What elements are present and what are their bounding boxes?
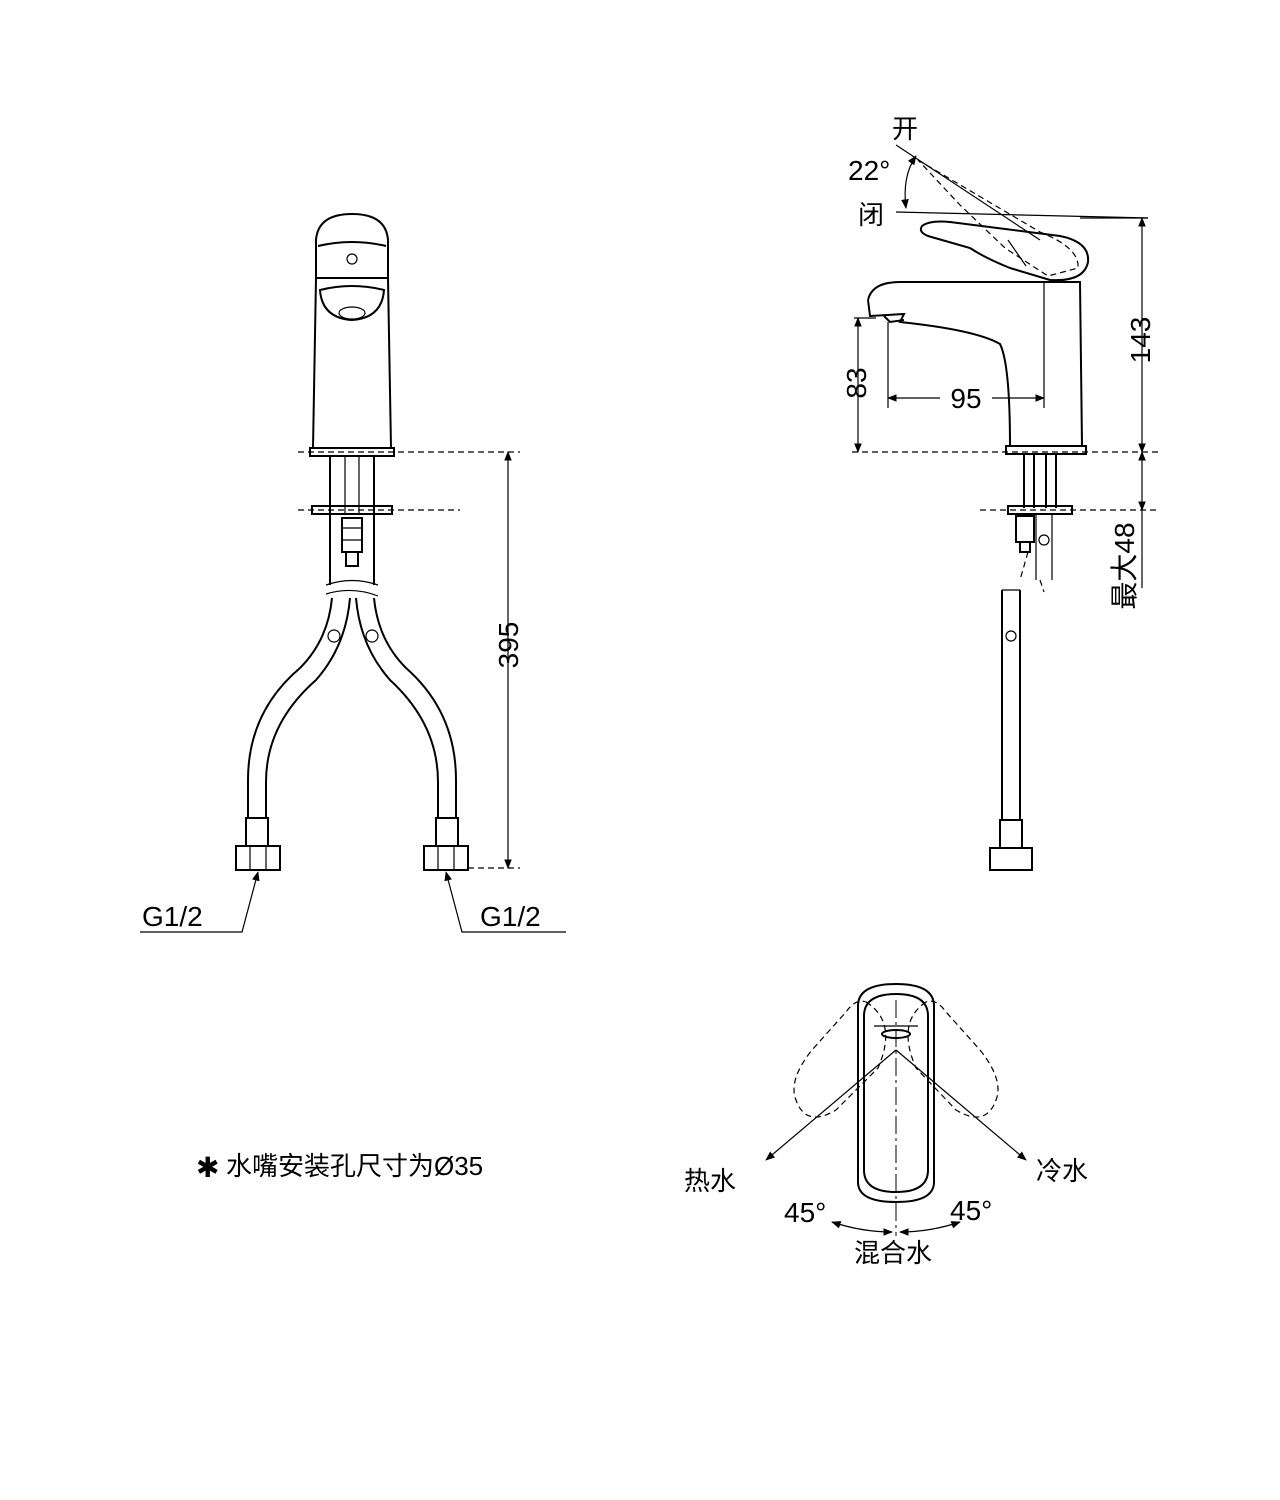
side-lever-closed <box>919 220 1090 282</box>
top-view: 热水 冷水 45° 45° 混合水 <box>684 982 1088 1268</box>
label-mixed: 混合水 <box>854 1238 932 1268</box>
side-view: 开 22° 闭 <box>841 114 1160 871</box>
side-faucet-body <box>867 281 1087 455</box>
angle-lever: 22° <box>848 155 890 186</box>
hose-marking-icon <box>327 629 379 643</box>
front-view: 395 G1/2 G1/2 <box>140 212 566 933</box>
front-mounting-hardware <box>311 456 393 586</box>
side-supply-hose <box>989 589 1033 871</box>
label-open: 开 <box>892 114 918 144</box>
note-text: 水嘴安装孔尺寸为Ø35 <box>226 1151 483 1181</box>
side-lever-open <box>917 159 1079 277</box>
label-closed: 闭 <box>858 200 884 230</box>
dim-front-height: 395 <box>493 622 524 669</box>
top-lever-mixed-position <box>857 982 935 1236</box>
label-cold: 冷水 <box>1036 1156 1088 1186</box>
top-lever-hot-position <box>793 1000 887 1118</box>
label-hot: 热水 <box>684 1166 736 1196</box>
dim-spout-height: 83 <box>841 367 872 398</box>
note-symbol: ✱ <box>196 1152 219 1183</box>
angle-left: 45° <box>784 1197 826 1228</box>
installation-note: ✱ 水嘴安装孔尺寸为Ø35 <box>196 1151 483 1183</box>
side-mounting-hardware <box>1007 454 1073 593</box>
thread-label-right: G1/2 <box>480 901 541 932</box>
front-faucet-body <box>309 212 395 457</box>
dim-total-height: 143 <box>1125 317 1156 364</box>
angle-right: 45° <box>950 1195 992 1226</box>
top-lever-cold-position <box>907 1000 999 1118</box>
thread-label-left: G1/2 <box>142 901 203 932</box>
dim-spout-reach: 95 <box>950 383 981 414</box>
front-supply-hoses <box>235 589 469 871</box>
dim-max-thickness: 最大48 <box>1109 522 1140 609</box>
